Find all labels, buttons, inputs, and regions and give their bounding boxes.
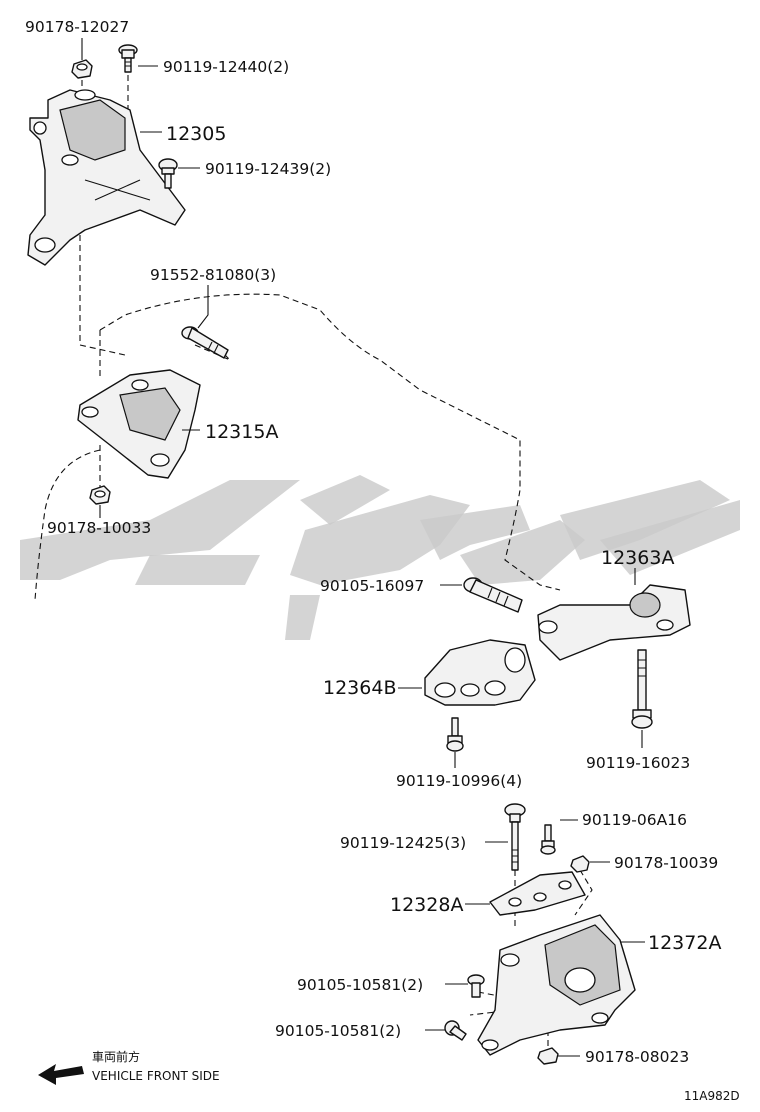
guide-line-3 — [79, 225, 126, 356]
label-90119-10996: 90119-10996(4) — [396, 772, 522, 790]
nut-90178-10033 — [89, 485, 111, 505]
label-90178-08023: 90178-08023 — [585, 1048, 689, 1066]
label-90119-12439: 90119-12439(2) — [205, 160, 331, 178]
label-90178-10033: 90178-10033 — [47, 519, 151, 537]
label-90105-16097: 90105-16097 — [320, 577, 424, 595]
bolt-90119-12425 — [504, 803, 526, 871]
label-90119-12440: 90119-12440(2) — [163, 58, 289, 76]
bolt-90105-10581-a — [467, 974, 485, 998]
front-side-english: VEHICLE FRONT SIDE — [92, 1069, 220, 1083]
watermark-logo — [20, 475, 740, 640]
bolt-90119-12440 — [118, 44, 138, 73]
engine-outline-left — [34, 449, 101, 601]
bolt-90119-06A16 — [540, 824, 556, 855]
label-12328A: 12328A — [390, 894, 463, 916]
bolt-90119-10996 — [446, 717, 464, 752]
bolt-90105-16097 — [463, 577, 523, 613]
bracket-12305 — [27, 89, 186, 266]
nut-90178-10039 — [570, 855, 590, 873]
label-12363A: 12363A — [601, 547, 674, 569]
label-91552-81080: 91552-81080(3) — [150, 266, 276, 284]
guide-line-7 — [574, 869, 593, 916]
label-12305: 12305 — [166, 123, 226, 145]
label-90119-06A16: 90119-06A16 — [582, 811, 687, 829]
label-90178-12027: 90178-12027 — [25, 18, 129, 36]
leader-lines — [81, 38, 645, 1057]
bolt-91552-81080 — [181, 326, 229, 359]
label-90119-12425: 90119-12425(3) — [340, 834, 466, 852]
mount-12372A — [477, 914, 636, 1056]
front-side-japanese: 車両前方 — [92, 1049, 140, 1064]
front-direction-arrow — [38, 1064, 84, 1085]
bracket-12364B — [424, 639, 536, 706]
label-90105-10581-b: 90105-10581(2) — [275, 1022, 401, 1040]
nut-90178-08023 — [537, 1047, 559, 1065]
diagram-code: 11A982D — [684, 1089, 740, 1103]
label-90178-10039: 90178-10039 — [614, 854, 718, 872]
bolt-90119-16023 — [631, 649, 653, 729]
label-90119-16023: 90119-16023 — [586, 754, 690, 772]
label-12372A: 12372A — [648, 932, 721, 954]
bracket-12315A — [77, 369, 201, 479]
label-12315A: 12315A — [205, 421, 278, 443]
torque-rod-12363A — [537, 584, 691, 661]
label-12364B: 12364B — [323, 677, 396, 699]
bolt-90105-10581-b — [444, 1020, 467, 1041]
nut-90178-12027 — [71, 59, 93, 79]
bracket-12328A — [489, 871, 586, 916]
bolt-90119-12439 — [158, 158, 178, 189]
label-90105-10581-a: 90105-10581(2) — [297, 976, 423, 994]
